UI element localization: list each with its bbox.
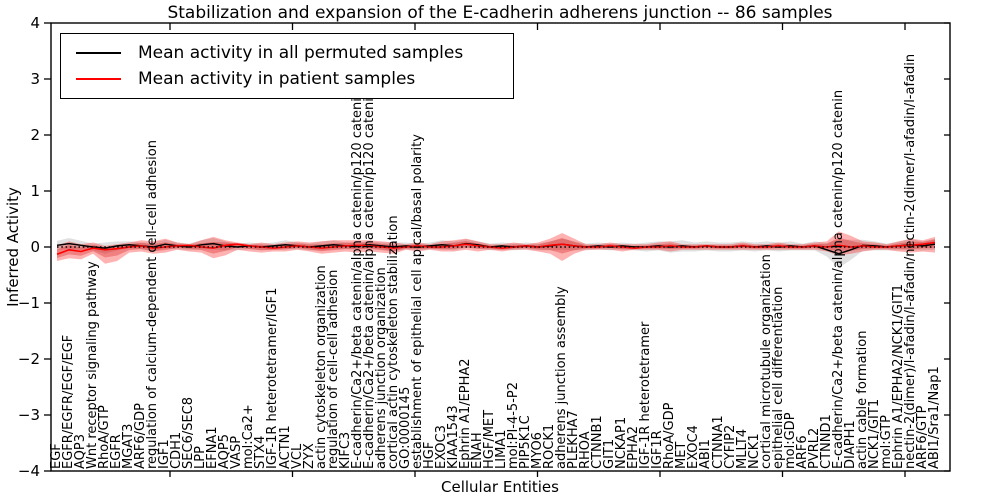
x-axis-label: Cellular Entities [441, 478, 559, 496]
chart-title: Stabilization and expansion of the E-cad… [167, 3, 833, 23]
legend-label-patient: Mean activity in patient samples [138, 69, 416, 89]
permuted-line-sample [76, 52, 121, 54]
y-tick-label: 0 [30, 238, 40, 256]
patient-line-sample [76, 78, 121, 80]
legend-row-permuted: Mean activity in all permuted samples [61, 40, 513, 66]
legend-label-permuted: Mean activity in all permuted samples [138, 43, 464, 63]
y-tick-label: 2 [30, 126, 40, 144]
axes-frame [50, 22, 951, 472]
permuted-std-band [57, 238, 935, 268]
legend: Mean activity in all permuted samples Me… [60, 33, 514, 99]
y-tick-label: −3 [18, 406, 40, 424]
y-tick-label: −4 [18, 462, 40, 480]
y-tick-label: 4 [30, 14, 40, 32]
y-tick-label: −2 [18, 350, 40, 368]
legend-row-patient: Mean activity in patient samples [61, 66, 513, 92]
y-tick-label: 3 [30, 70, 40, 88]
y-tick-label: −1 [18, 294, 40, 312]
y-tick-label: 1 [30, 182, 40, 200]
